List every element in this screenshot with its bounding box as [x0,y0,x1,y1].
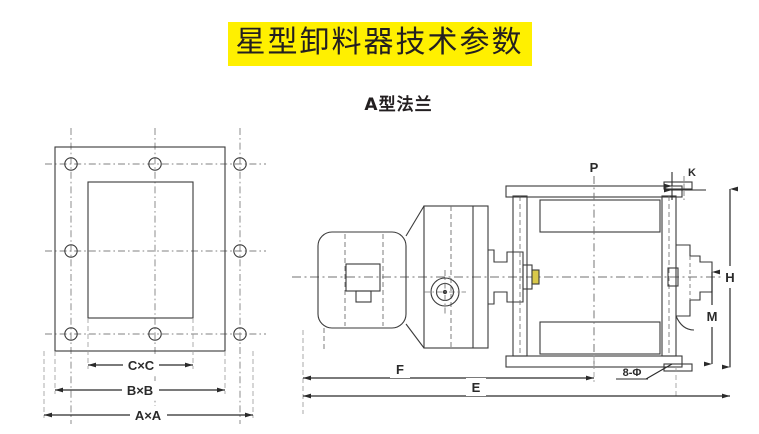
dimension-k: K [664,167,706,200]
motor-terminal-box-neck [355,290,372,303]
dimension-f-label: F [396,362,404,377]
dimension-b-label: B×B [127,383,153,398]
dimension-m-label: M [707,309,718,324]
gearbox-body [423,205,489,349]
dimension-p-label: P [590,160,599,175]
rotor-housing [505,176,683,372]
page-title: 星型卸料器技术参数 [227,22,532,67]
bolt-hole [233,327,247,341]
bolt-hole [148,327,162,341]
bolt-hole [64,157,78,171]
motor-body [317,231,407,329]
dimension-b: B×B [55,381,225,399]
dimension-e-label: E [472,380,481,395]
bolt-hole [64,244,78,258]
motor-gearbox-transition [405,205,425,349]
dimension-a-label: A×A [135,408,162,423]
flange-extension-lines [43,318,254,418]
housing-upper-chamber [539,199,661,233]
subtitle-container: A型法兰 [0,90,759,115]
bolt-hole [148,157,162,171]
motor-assembly [317,231,407,352]
bolt-hole-callout-label: 8-Φ [623,367,642,379]
end-cover-skirt [675,315,695,331]
flange-centerlines [45,128,266,424]
dimension-h-label: H [725,270,734,285]
gearbox-housing [423,205,489,349]
flange-inner-opening [87,181,194,319]
bolt-hole [64,327,78,341]
square-flange-front-view [43,128,266,424]
flange-outer-plate [54,146,226,352]
shaft-crosshair [424,270,466,314]
transition-cone-bottom [405,323,425,349]
bolt-hole [233,157,247,171]
bolt-hole [233,244,247,258]
callout-leader [645,363,673,380]
bolt-stub-bottom [663,363,693,372]
page-subtitle: A型法兰 [364,95,433,115]
end-cover-hub [667,267,679,287]
housing-lower-chamber [539,321,661,355]
flange-bolt-holes [64,157,247,341]
dimension-k-label: K [688,167,696,179]
bolt-hole-callout: 8-Φ [616,363,673,380]
dimension-c-label: C×C [128,358,155,373]
dimension-h: H [722,186,739,370]
pedestal-hub [531,269,540,285]
transition-cone-top [405,205,425,237]
dimension-e: E [303,378,730,399]
dimension-f: F [303,360,594,381]
dimension-c: C×C [88,356,193,374]
dimension-m: M [704,269,721,367]
title-container: 星型卸料器技术参数 [0,22,759,67]
dimension-a: A×A [44,406,253,424]
dimension-p: P [590,160,599,175]
